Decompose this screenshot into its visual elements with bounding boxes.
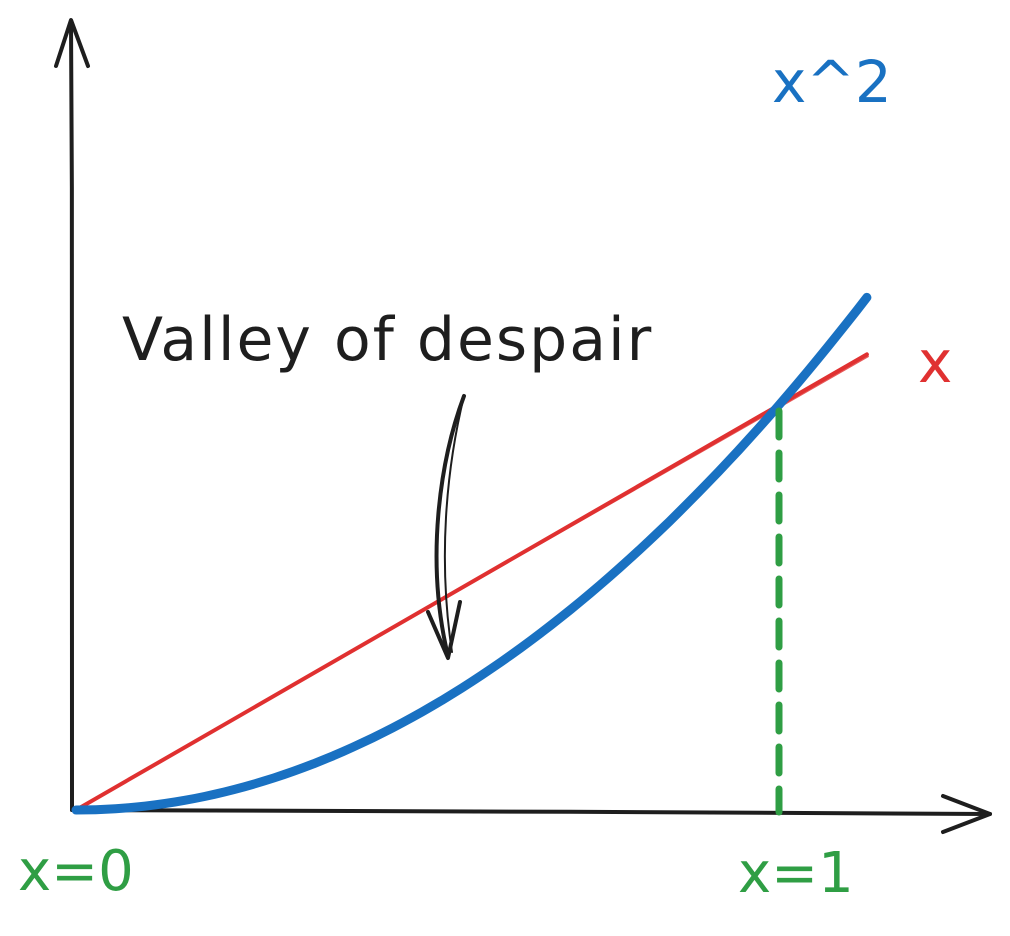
annotation-arrowhead (426, 600, 462, 660)
linear-curve-label: x (918, 328, 952, 396)
quadratic-curve-label: x^2 (772, 48, 892, 116)
tick-label-x1: x=1 (738, 841, 854, 906)
annotation-arrow (426, 394, 466, 660)
x-axis-arrowhead (941, 794, 992, 834)
y-axis-arrowhead (54, 18, 90, 68)
tick-label-x0: x=0 (18, 839, 134, 904)
y-axis (54, 18, 90, 812)
quadratic-curve (71, 292, 872, 815)
x-axis (70, 794, 992, 834)
annotation-label: Valley of despair (122, 305, 653, 375)
linear-curve (74, 352, 869, 812)
